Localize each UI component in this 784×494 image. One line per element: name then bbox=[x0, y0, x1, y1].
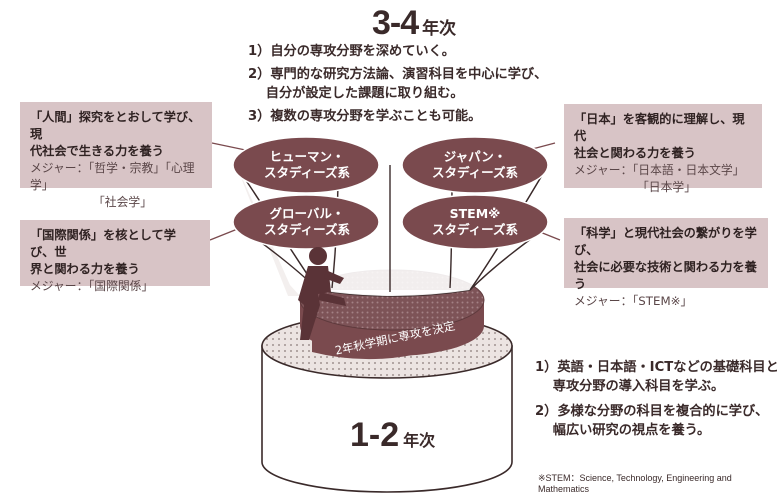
lower-years-number: 1-2 bbox=[350, 416, 400, 454]
box-description-line2: 界と関わる力を養う bbox=[30, 262, 140, 276]
cluster-human-studies: ヒューマン・ スタディーズ系 bbox=[252, 149, 362, 181]
lower-goals-list: 1）英語・日本語・ICTなどの基礎科目と 専攻分野の導入科目を学ぶ。 2）多様な… bbox=[535, 358, 779, 446]
cluster-label-line1: グローバル・ bbox=[269, 206, 345, 221]
climbing-person-icon bbox=[298, 247, 346, 340]
box-global-studies: 「国際関係」を核として学び、世 界と関わる力を養う メジャー：「国際関係」 bbox=[20, 220, 210, 293]
lower-goal-item: 2）多様な分野の科目を複合的に学び、 幅広い研究の視点を養う。 bbox=[535, 404, 769, 438]
box-description-line1: 「人間」探究をとおして学び、現 bbox=[30, 110, 201, 141]
cluster-label-line2: スタディーズ系 bbox=[431, 165, 518, 180]
box-major-label: メジャー：「国際関係」 bbox=[30, 279, 154, 293]
upper-goals-list: 1）自分の専攻分野を深めていく。 2）専門的な研究方法論、演習科目を中心に学び、… bbox=[248, 42, 547, 130]
lower-goal-item: 1）英語・日本語・ICTなどの基礎科目と 専攻分野の導入科目を学ぶ。 bbox=[535, 360, 779, 394]
step-banner bbox=[312, 320, 472, 360]
footnote: ※STEM：Science, Technology, Engineering a… bbox=[538, 473, 732, 494]
upper-goal-item: 3）複数の専攻分野を学ぶことも可能。 bbox=[248, 109, 482, 124]
cluster-global-studies: グローバル・ スタディーズ系 bbox=[252, 206, 362, 238]
lower-years-unit: 年次 bbox=[403, 433, 436, 450]
cluster-label-line1: STEM※ bbox=[449, 206, 501, 221]
upper-years-unit: 年次 bbox=[422, 19, 457, 38]
box-japan-studies: 「日本」を客観的に理解し、現代 社会と関わる力を養う メジャー：「日本語・日本文… bbox=[564, 104, 762, 194]
box-stem-studies: 「科学」と現代社会の繋がりを学び、 社会に必要な技術と関わる力を養う メジャー：… bbox=[564, 218, 768, 308]
upper-years-number: 3-4 bbox=[372, 4, 419, 42]
box-description-line1: 「科学」と現代社会の繋がりを学び、 bbox=[574, 226, 757, 257]
box-description-line2: 社会と関わる力を養う bbox=[574, 146, 696, 160]
box-major-extra: 「日本学」 bbox=[637, 180, 696, 194]
cluster-label-line2: スタディーズ系 bbox=[431, 222, 518, 237]
box-major-label: メジャー：「哲学・宗教」「心理学」 bbox=[30, 161, 195, 192]
box-description-line2: 社会に必要な技術と関わる力を養う bbox=[574, 260, 757, 291]
box-description-line2: 代社会で生きる力を養う bbox=[30, 144, 164, 158]
box-major-label: メジャー：「STEM※」 bbox=[574, 294, 693, 308]
box-description-line1: 「日本」を客観的に理解し、現代 bbox=[574, 112, 745, 143]
cluster-label-line2: スタディーズ系 bbox=[263, 165, 350, 180]
upper-goal-item: 2）専門的な研究方法論、演習科目を中心に学び、 自分が設定した課題に取り組む。 bbox=[248, 67, 548, 101]
cluster-label-line1: ヒューマン・ bbox=[269, 149, 345, 164]
cluster-ovals bbox=[232, 136, 549, 250]
upper-goal-item: 1）自分の専攻分野を深めていく。 bbox=[248, 44, 455, 59]
cluster-stem-studies: STEM※ スタディーズ系 bbox=[420, 206, 530, 238]
box-description-line1: 「国際関係」を核として学び、世 bbox=[30, 228, 176, 259]
box-major-extra: 「社会学」 bbox=[93, 195, 152, 209]
box-major-label: メジャー：「日本語・日本文学」 bbox=[574, 163, 745, 177]
cluster-label-line1: ジャパン・ bbox=[443, 149, 507, 164]
cluster-label-line2: スタディーズ系 bbox=[263, 222, 350, 237]
box-human-studies: 「人間」探究をとおして学び、現 代社会で生きる力を養う メジャー：「哲学・宗教」… bbox=[20, 102, 212, 209]
cluster-japan-studies: ジャパン・ スタディーズ系 bbox=[420, 149, 530, 181]
